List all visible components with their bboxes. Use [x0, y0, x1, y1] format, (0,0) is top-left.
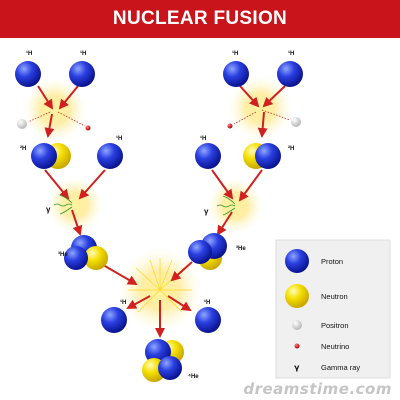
label-h1: ¹H	[232, 50, 238, 57]
arrow	[126, 295, 151, 309]
arrow	[239, 85, 260, 108]
label-gamma-right: γ	[204, 207, 209, 216]
legend-item-neutron: Neutron	[285, 284, 348, 308]
legend-label: Gamma ray	[321, 363, 360, 372]
label-h1: ¹H	[116, 135, 122, 142]
arrow	[44, 169, 70, 200]
neutrino-trail	[57, 111, 86, 127]
proton	[158, 356, 182, 380]
reaction-glows	[23, 76, 292, 332]
label-gamma-left: γ	[46, 205, 51, 214]
proton	[195, 143, 221, 169]
neutrino	[85, 125, 91, 131]
arrow	[257, 111, 268, 138]
title-bar	[0, 0, 400, 38]
legend-label: Neutrino	[321, 342, 349, 351]
arrow	[44, 113, 55, 138]
legend-item-proton: Proton	[285, 249, 343, 273]
proton	[101, 307, 127, 333]
legend-item-neutrino: Neutrino	[294, 342, 349, 351]
label-h2-left: ²H	[20, 145, 26, 152]
arrow	[71, 209, 83, 236]
positron-trail	[261, 109, 291, 121]
label-h1: ¹H	[288, 50, 294, 57]
proton-icon	[285, 249, 309, 273]
proton	[195, 307, 221, 333]
proton	[97, 143, 123, 169]
glow-top-right	[228, 76, 292, 140]
arrow	[238, 169, 263, 202]
label-he3-right: ³He	[236, 245, 246, 252]
diagram-title: NUCLEAR FUSION	[112, 8, 288, 29]
legend-item-positron: Positron	[292, 320, 349, 330]
arrow	[170, 261, 193, 282]
neutrino-icon	[294, 343, 300, 349]
legend-label: Positron	[321, 321, 349, 330]
gamma-ray-icon: γ	[294, 363, 300, 372]
neutron	[84, 246, 108, 270]
label-he3-left: ³He	[58, 251, 68, 258]
arrow	[37, 85, 54, 110]
legend: Proton Neutron Positron Neutrino γ Gamma…	[275, 239, 391, 379]
particles	[15, 61, 303, 382]
arrow	[58, 85, 79, 110]
label-h1: ¹H	[120, 299, 126, 306]
proton	[277, 61, 303, 87]
label-h1: ¹H	[80, 50, 86, 57]
label-h1: ¹H	[200, 135, 206, 142]
proton	[69, 61, 95, 87]
legend-item-gamma-ray: γ Gamma ray	[294, 363, 360, 372]
particle-labels: ¹H ¹H ¹H ¹H ²H ¹H ¹H ²H γ γ ³He ³He ¹H ¹…	[20, 50, 294, 380]
proton	[223, 61, 249, 87]
positron-icon	[292, 320, 302, 330]
neutrino-trail	[233, 111, 257, 125]
arrow	[78, 169, 106, 200]
positron	[17, 119, 27, 129]
arrow	[211, 169, 234, 200]
proton	[64, 246, 88, 270]
arrow	[216, 211, 233, 236]
label-h1: ¹H	[204, 299, 210, 306]
label-he4: ⁴He	[188, 374, 199, 380]
proton	[31, 143, 57, 169]
watermark: dreamstime.com	[243, 380, 392, 398]
positron	[291, 117, 301, 127]
arrow	[262, 85, 286, 108]
legend-label: Proton	[321, 257, 343, 266]
gamma-ray-left	[53, 194, 73, 215]
positron-trail	[27, 111, 51, 123]
arrow	[167, 295, 192, 312]
emissions	[17, 109, 301, 216]
gamma-ray-right	[216, 195, 236, 216]
glow-mid-left	[47, 177, 103, 233]
label-h2-right: ²H	[288, 145, 294, 152]
legend-label: Neutron	[321, 292, 348, 301]
label-h1: ¹H	[26, 50, 32, 57]
proton	[15, 61, 41, 87]
proton	[188, 240, 212, 264]
proton	[255, 143, 281, 169]
neutrino	[227, 123, 233, 129]
neutron-icon	[285, 284, 309, 308]
